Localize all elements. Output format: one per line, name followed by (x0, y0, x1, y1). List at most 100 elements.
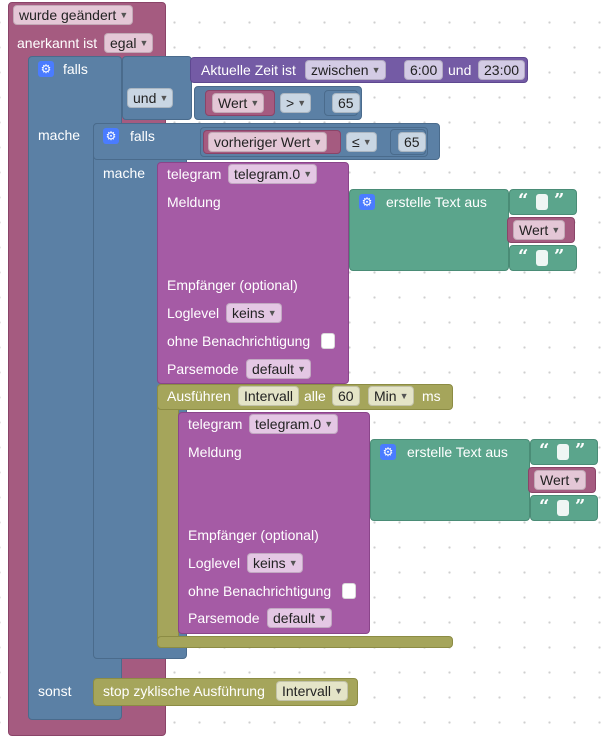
interval-footer (157, 636, 453, 648)
quote-close-icon: ” (575, 496, 586, 517)
chevron-down-icon: ▼ (250, 98, 260, 108)
gear-icon[interactable]: ⚙ (103, 128, 119, 144)
inner-operator-value: ≤ (352, 134, 360, 150)
telegram-2-recipient-label: Empfänger (optional) (188, 527, 319, 543)
telegram-2-message-label: Meldung (188, 444, 242, 460)
telegram-2-loglevel-dropdown[interactable]: keins▼ (247, 553, 303, 573)
gear-icon[interactable]: ⚙ (380, 444, 396, 460)
compare-operator-dropdown[interactable]: >▼ (280, 93, 312, 113)
gear-icon[interactable]: ⚙ (38, 61, 54, 77)
outer-else-label: sonst (38, 683, 72, 699)
interval-unit-dropdown[interactable]: Min▼ (368, 386, 414, 406)
wert-variable-dropdown[interactable]: Wert▼ (212, 93, 265, 113)
inner-operator-dropdown[interactable]: ≤▼ (346, 132, 377, 152)
text-join-block-2[interactable] (370, 439, 530, 521)
wert-variable-2-value: Wert (540, 472, 570, 488)
ack-label: anerkannt ist (17, 35, 98, 51)
chevron-down-icon: ▼ (318, 613, 328, 623)
text-1a-empty-field[interactable] (536, 194, 548, 210)
telegram-2-loglevel-label: Loglevel (188, 555, 241, 571)
stop-label: stop zyklische Ausführung (103, 683, 265, 699)
chevron-down-icon: ▼ (362, 137, 372, 147)
quote-open-icon: “ (539, 440, 550, 461)
telegram-2-label: telegram (188, 416, 243, 432)
wert-variable-value: Wert (218, 95, 248, 111)
interval-block[interactable] (157, 384, 179, 648)
prev-value-variable: vorheriger Wert (214, 134, 311, 150)
telegram-2-parsemode-value: default (273, 610, 316, 626)
gear-icon[interactable]: ⚙ (359, 194, 375, 210)
inner-do-label: mache (103, 165, 146, 181)
trigger-dropdown[interactable]: wurde geändert▼ (13, 5, 134, 25)
time-condition-label: Aktuelle Zeit ist (201, 62, 296, 78)
chevron-down-icon: ▼ (303, 169, 313, 179)
text-join-block-1[interactable] (349, 189, 509, 271)
telegram-2-loglevel-value: keins (253, 555, 286, 571)
text-2a-empty-field[interactable] (557, 444, 569, 460)
time-operator-dropdown[interactable]: zwischen▼ (305, 60, 386, 80)
time-and-label: und (448, 62, 472, 78)
text-2b-empty-field[interactable] (557, 500, 569, 516)
ack-value: egal (110, 35, 137, 51)
wert-variable-1-dropdown[interactable]: Wert▼ (513, 220, 566, 240)
quote-close-icon: ” (575, 440, 586, 461)
time-operator-value: zwischen (311, 62, 369, 78)
chevron-down-icon: ▼ (313, 137, 323, 147)
telegram-2-silent-checkbox[interactable] (342, 583, 356, 599)
chevron-down-icon: ▼ (119, 10, 129, 20)
number-field[interactable]: 65 (332, 93, 360, 113)
telegram-2-parsemode-label: Parsemode (188, 610, 260, 626)
chevron-down-icon: ▼ (139, 38, 149, 48)
telegram-1-silent-checkbox[interactable] (321, 333, 335, 349)
trigger-label: wurde geändert (19, 7, 117, 23)
chevron-down-icon: ▼ (572, 475, 582, 485)
chevron-down-icon: ▼ (324, 419, 334, 429)
telegram-block-1[interactable] (157, 162, 349, 384)
telegram-1-instance: telegram.0 (234, 166, 301, 182)
telegram-2-parsemode-dropdown[interactable]: default▼ (267, 608, 333, 628)
interval-label: Ausführen (167, 388, 231, 404)
telegram-block-2[interactable] (178, 412, 370, 634)
ack-dropdown[interactable]: egal▼ (104, 33, 154, 53)
chevron-down-icon: ▼ (371, 65, 381, 75)
prev-value-dropdown[interactable]: vorheriger Wert▼ (208, 132, 328, 152)
chevron-down-icon: ▼ (297, 364, 307, 374)
telegram-1-label: telegram (167, 166, 222, 182)
quote-open-icon: “ (518, 246, 529, 267)
telegram-1-message-label: Meldung (167, 194, 221, 210)
telegram-1-loglevel-label: Loglevel (167, 305, 220, 321)
quote-open-icon: “ (518, 190, 529, 211)
time-to-field[interactable]: 23:00 (478, 60, 526, 80)
chevron-down-icon: ▼ (297, 98, 307, 108)
wert-variable-2-dropdown[interactable]: Wert▼ (534, 470, 587, 490)
wert-variable-1-value: Wert (519, 222, 549, 238)
logic-op-value: und (133, 90, 157, 106)
stop-name-dropdown[interactable]: Intervall▼ (276, 681, 349, 701)
interval-name-field[interactable]: Intervall (238, 386, 300, 406)
outer-do-label: mache (38, 127, 81, 143)
quote-close-icon: ” (554, 246, 565, 267)
outer-if-label: falls (63, 61, 88, 77)
telegram-1-loglevel-dropdown[interactable]: keins▼ (226, 303, 282, 323)
interval-value-field[interactable]: 60 (332, 386, 360, 406)
text-string-block-1a[interactable] (509, 189, 577, 215)
logic-op-dropdown[interactable]: und▼ (127, 88, 174, 108)
chevron-down-icon: ▼ (267, 308, 277, 318)
stop-name-value: Intervall (282, 683, 332, 699)
text-1b-empty-field[interactable] (536, 250, 548, 266)
telegram-1-recipient-label: Empfänger (optional) (167, 277, 298, 293)
telegram-2-instance-dropdown[interactable]: telegram.0▼ (249, 414, 339, 434)
quote-close-icon: ” (554, 190, 565, 211)
interval-unit-value: Min (374, 388, 397, 404)
inner-number-field[interactable]: 65 (398, 132, 426, 152)
inner-if-label: falls (130, 128, 155, 144)
telegram-1-parsemode-dropdown[interactable]: default▼ (246, 359, 312, 379)
telegram-1-instance-dropdown[interactable]: telegram.0▼ (228, 164, 318, 184)
time-from-field[interactable]: 6:00 (404, 60, 444, 80)
compare-operator-value: > (286, 95, 295, 111)
chevron-down-icon: ▼ (334, 686, 344, 696)
text-string-block-1b[interactable] (509, 245, 577, 271)
text-join-1-label: erstelle Text aus (386, 194, 487, 210)
quote-open-icon: “ (539, 496, 550, 517)
chevron-down-icon: ▼ (288, 558, 298, 568)
